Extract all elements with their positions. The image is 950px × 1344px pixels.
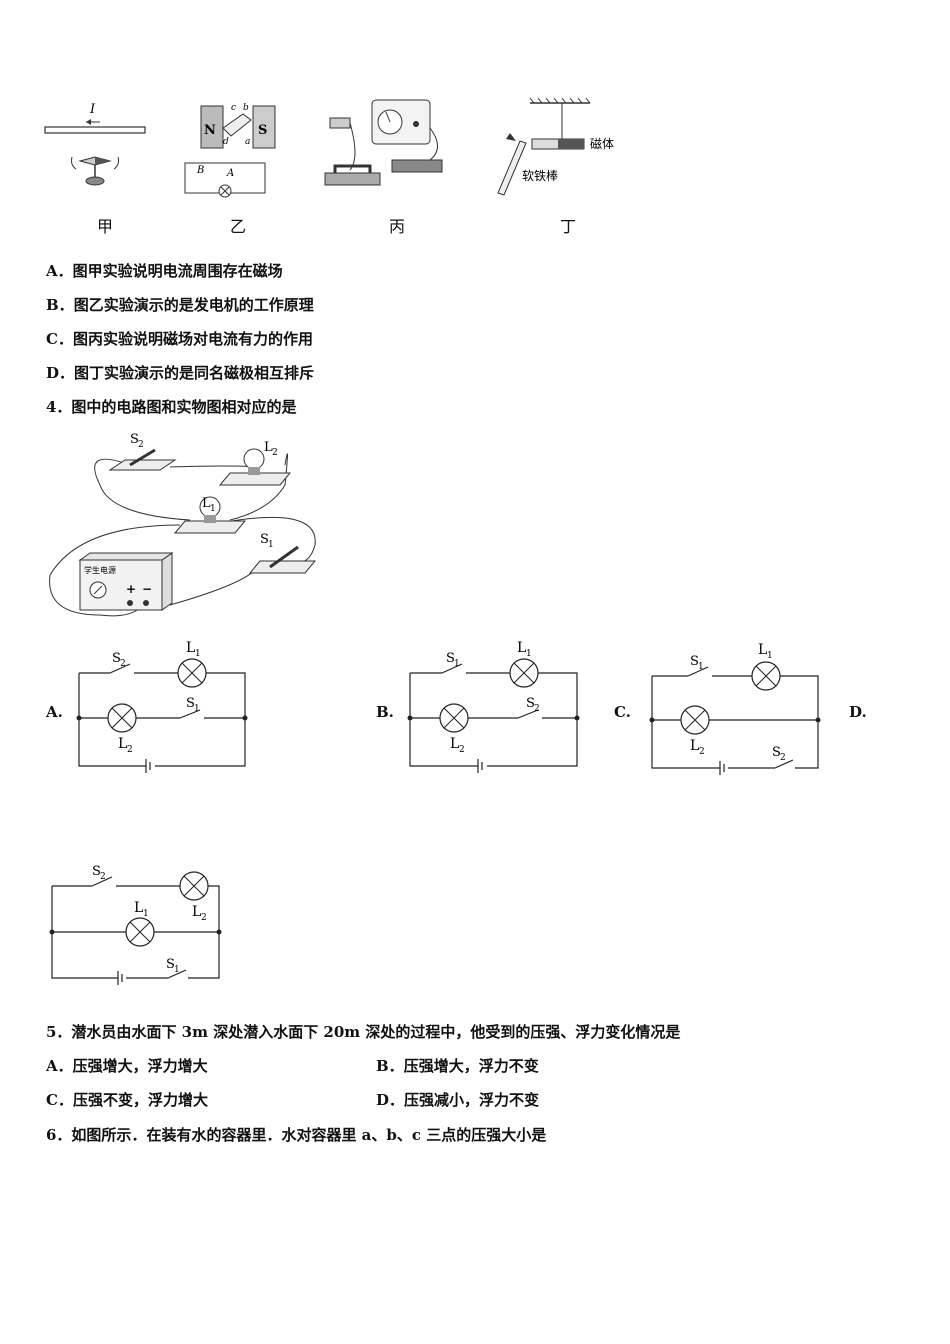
figure-bing — [324, 99, 443, 186]
svg-text:S: S — [112, 651, 121, 666]
q3-option-c[interactable]: C．图丙实验说明磁场对电流有力的作用 — [46, 330, 313, 348]
svg-text:L: L — [186, 640, 195, 656]
svg-text:c: c — [231, 103, 236, 113]
svg-text:1: 1 — [268, 540, 274, 550]
q4-option-c-letter[interactable]: C. — [614, 703, 631, 721]
magnet-s-label: S — [258, 123, 267, 138]
power-supply-label: 学生电源 — [84, 565, 116, 575]
svg-text:2: 2 — [120, 659, 126, 669]
svg-text:L: L — [758, 642, 767, 658]
svg-text:d: d — [223, 137, 229, 147]
svg-text:L: L — [450, 736, 459, 752]
svg-text:−: − — [142, 582, 152, 596]
svg-text:+: + — [126, 582, 136, 596]
svg-text:2: 2 — [201, 913, 207, 923]
svg-text:L: L — [517, 640, 526, 656]
svg-text:S: S — [186, 696, 195, 711]
svg-text:2: 2 — [272, 448, 278, 458]
svg-text:2: 2 — [459, 745, 465, 755]
svg-text:2: 2 — [100, 872, 106, 882]
svg-text:L: L — [192, 904, 201, 920]
svg-text:b: b — [243, 103, 249, 113]
svg-text:S: S — [92, 864, 101, 879]
caption-yi: 乙 — [230, 217, 247, 236]
svg-text:S: S — [446, 651, 455, 666]
q5-stem: 5．潜水员由水面下 3m 深处潜入水面下 20m 深处的过程中，他受到的压强、浮… — [46, 1023, 681, 1041]
q5-option-b[interactable]: B．压强增大，浮力不变 — [376, 1057, 539, 1075]
svg-text:L: L — [264, 440, 273, 455]
svg-text:1: 1 — [698, 662, 704, 672]
svg-text:A: A — [226, 168, 234, 179]
figure-yi: N S c b d a B A — [184, 103, 276, 198]
svg-text:2: 2 — [534, 704, 540, 714]
q4-stem: 4．图中的电路图和实物图相对应的是 — [46, 398, 297, 416]
rod-label: 软铁棒 — [522, 169, 558, 183]
svg-text:S: S — [130, 432, 139, 447]
figure-jia: I — [44, 102, 146, 186]
svg-text:B: B — [196, 165, 204, 176]
svg-text:1: 1 — [195, 649, 201, 659]
q3-option-d[interactable]: D．图丁实验演示的是同名磁极相互排斥 — [46, 364, 315, 382]
svg-text:1: 1 — [526, 649, 532, 659]
q5-option-c[interactable]: C．压强不变，浮力增大 — [46, 1091, 208, 1109]
q3-option-b[interactable]: B．图乙实验演示的是发电机的工作原理 — [46, 296, 314, 314]
svg-text:1: 1 — [194, 704, 200, 714]
svg-text:2: 2 — [127, 745, 133, 755]
svg-text:L: L — [134, 900, 143, 916]
current-label: I — [89, 102, 96, 117]
caption-ding: 丁 — [560, 217, 577, 236]
svg-text:S: S — [772, 745, 781, 760]
svg-text:S: S — [166, 957, 175, 972]
svg-text:2: 2 — [780, 753, 786, 763]
svg-text:2: 2 — [699, 747, 705, 757]
q5-option-d[interactable]: D．压强减小，浮力不变 — [376, 1091, 540, 1109]
figure-ding: 磁体 软铁棒 — [497, 97, 614, 196]
q4-option-b-letter[interactable]: B. — [376, 703, 394, 721]
q4-option-a-letter[interactable]: A. — [46, 703, 63, 721]
q4-option-d-letter[interactable]: D. — [849, 703, 867, 721]
magnet-label: 磁体 — [590, 136, 614, 151]
svg-text:L: L — [118, 736, 127, 752]
q4-physical-circuit: S 2 L 2 L 1 S 1 学生电源 + − — [49, 432, 317, 617]
svg-text:L: L — [690, 738, 699, 754]
svg-text:2: 2 — [138, 440, 144, 450]
svg-text:S: S — [690, 654, 699, 669]
q3-option-a[interactable]: A．图甲实验说明电流周围存在磁场 — [46, 262, 283, 280]
q5-option-a[interactable]: A．压强增大，浮力增大 — [46, 1057, 208, 1075]
svg-text:1: 1 — [174, 965, 180, 975]
svg-text:S: S — [260, 532, 269, 547]
q6-stem: 6．如图所示．在装有水的容器里．水对容器里 a、b、c 三点的压强大小是 — [46, 1126, 547, 1144]
svg-text:L: L — [202, 496, 211, 511]
svg-text:1: 1 — [767, 651, 773, 661]
magnet-n-label: N — [204, 123, 216, 138]
caption-bing: 丙 — [389, 217, 406, 236]
svg-text:a: a — [245, 137, 250, 147]
svg-text:1: 1 — [454, 659, 460, 669]
caption-jia: 甲 — [97, 217, 114, 236]
svg-text:1: 1 — [210, 504, 216, 514]
svg-text:1: 1 — [143, 909, 149, 919]
svg-text:S: S — [526, 696, 535, 711]
